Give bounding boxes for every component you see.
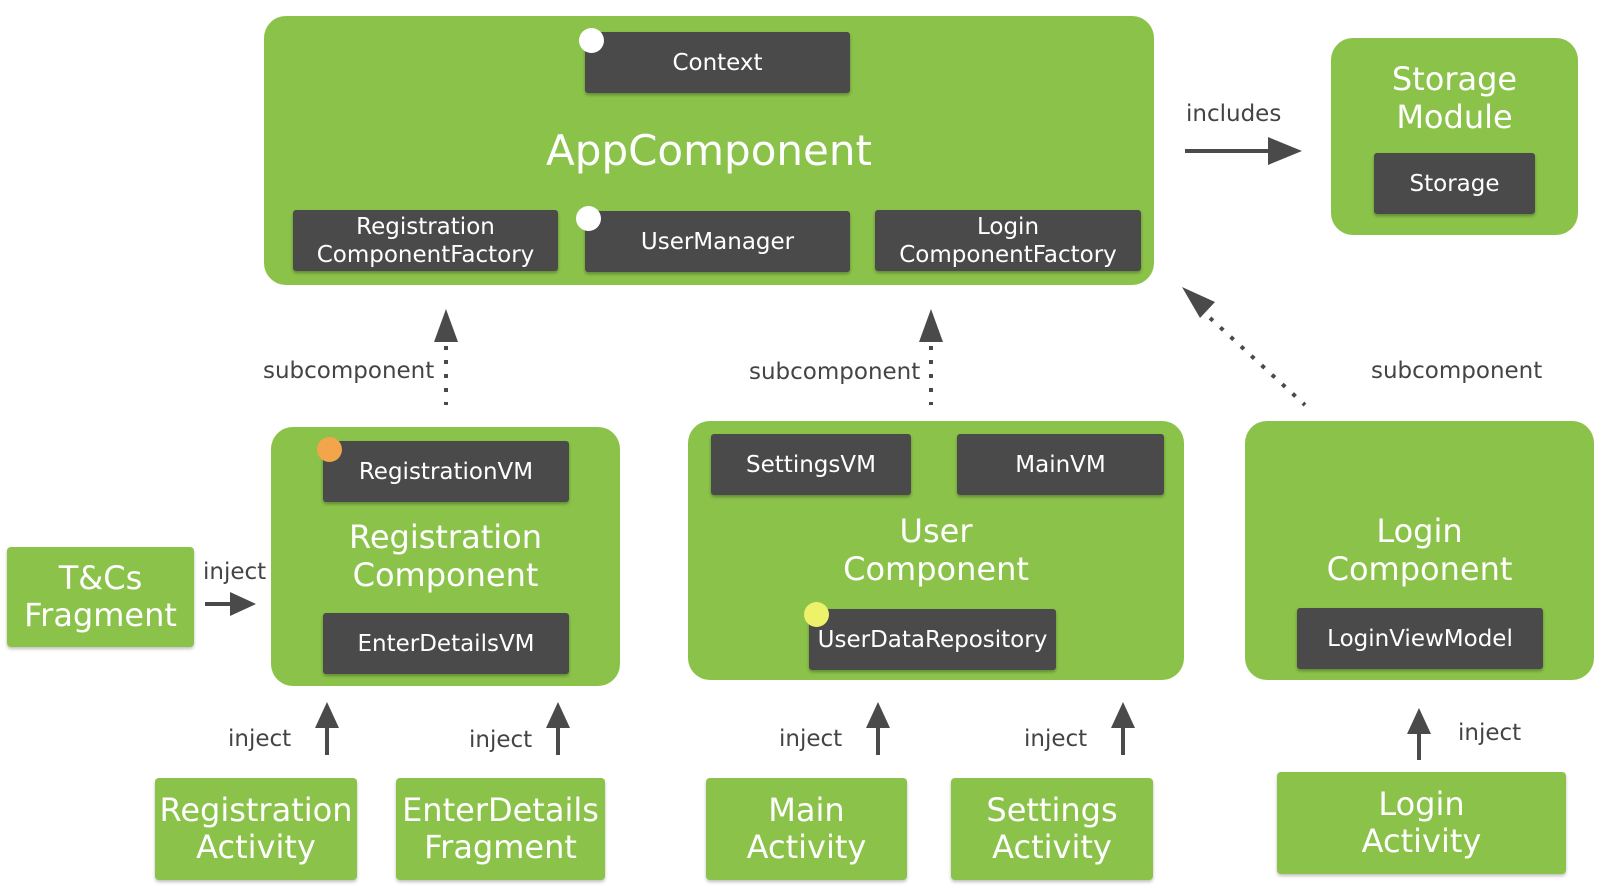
- settings-vm-class: SettingsVM: [711, 434, 911, 495]
- registration-activity: Registration Activity: [155, 778, 357, 880]
- tcs-inject-arrow: [205, 592, 256, 616]
- storage-class: Storage: [1374, 153, 1535, 214]
- user-manager-label: UserManager: [640, 228, 795, 255]
- user-subcomponent-arrow: [919, 309, 943, 405]
- includes-label: includes: [1186, 101, 1282, 127]
- registration-subcomponent-label: subcomponent: [263, 358, 435, 384]
- tcs-inject-label: inject: [203, 559, 267, 585]
- registration-vm-dot: [317, 437, 342, 462]
- enter-details-inject-arrow: [546, 702, 570, 755]
- login-activity: Login Activity: [1277, 772, 1566, 874]
- main-activity-inject-label: inject: [779, 726, 843, 752]
- login-activity-inject-arrow: [1407, 708, 1431, 760]
- tcs-fragment: T&Cs Fragment: [7, 547, 194, 647]
- main-activity: Main Activity: [706, 778, 907, 880]
- registration-activity-inject-arrow: [315, 702, 339, 755]
- main-vm-class: MainVM: [957, 434, 1164, 495]
- user-component-title: User Component: [843, 512, 1029, 588]
- enter-details-fragment: EnterDetails Fragment: [396, 778, 605, 880]
- settings-activity-inject-arrow: [1111, 702, 1135, 755]
- registration-component-factory-class: Registration ComponentFactory: [293, 210, 558, 271]
- registration-component-title: Registration Component: [349, 518, 542, 594]
- user-data-repository-class: UserDataRepository: [809, 609, 1056, 670]
- settings-activity-inject-label: inject: [1024, 726, 1088, 752]
- settings-activity: Settings Activity: [951, 778, 1153, 880]
- main-activity-inject-arrow: [866, 702, 890, 755]
- context-label: Context: [672, 49, 763, 76]
- registration-activity-inject-label: inject: [228, 726, 292, 752]
- registration-subcomponent-arrow: [434, 309, 458, 405]
- user-subcomponent-label: subcomponent: [749, 359, 921, 385]
- user-manager-dot: [576, 206, 601, 231]
- user-manager-class: UserManager: [585, 211, 850, 272]
- registration-vm-class: RegistrationVM: [323, 441, 569, 502]
- enter-details-inject-label: inject: [469, 727, 533, 753]
- login-component-factory-class: Login ComponentFactory: [875, 210, 1141, 271]
- login-component-title: Login Component: [1326, 512, 1513, 588]
- context-dot: [579, 28, 604, 53]
- context-class: Context: [585, 32, 850, 93]
- storage-module-title: Storage Module: [1391, 60, 1518, 136]
- includes-arrow: [1185, 137, 1302, 165]
- login-view-model-class: LoginViewModel: [1297, 608, 1543, 669]
- login-subcomponent-label: subcomponent: [1371, 358, 1543, 384]
- app-component-title: AppComponent: [546, 125, 872, 175]
- login-activity-inject-label: inject: [1458, 720, 1522, 746]
- login-subcomponent-arrow: [1182, 287, 1307, 407]
- enter-details-vm-class: EnterDetailsVM: [323, 613, 569, 674]
- user-data-repository-dot: [804, 602, 829, 627]
